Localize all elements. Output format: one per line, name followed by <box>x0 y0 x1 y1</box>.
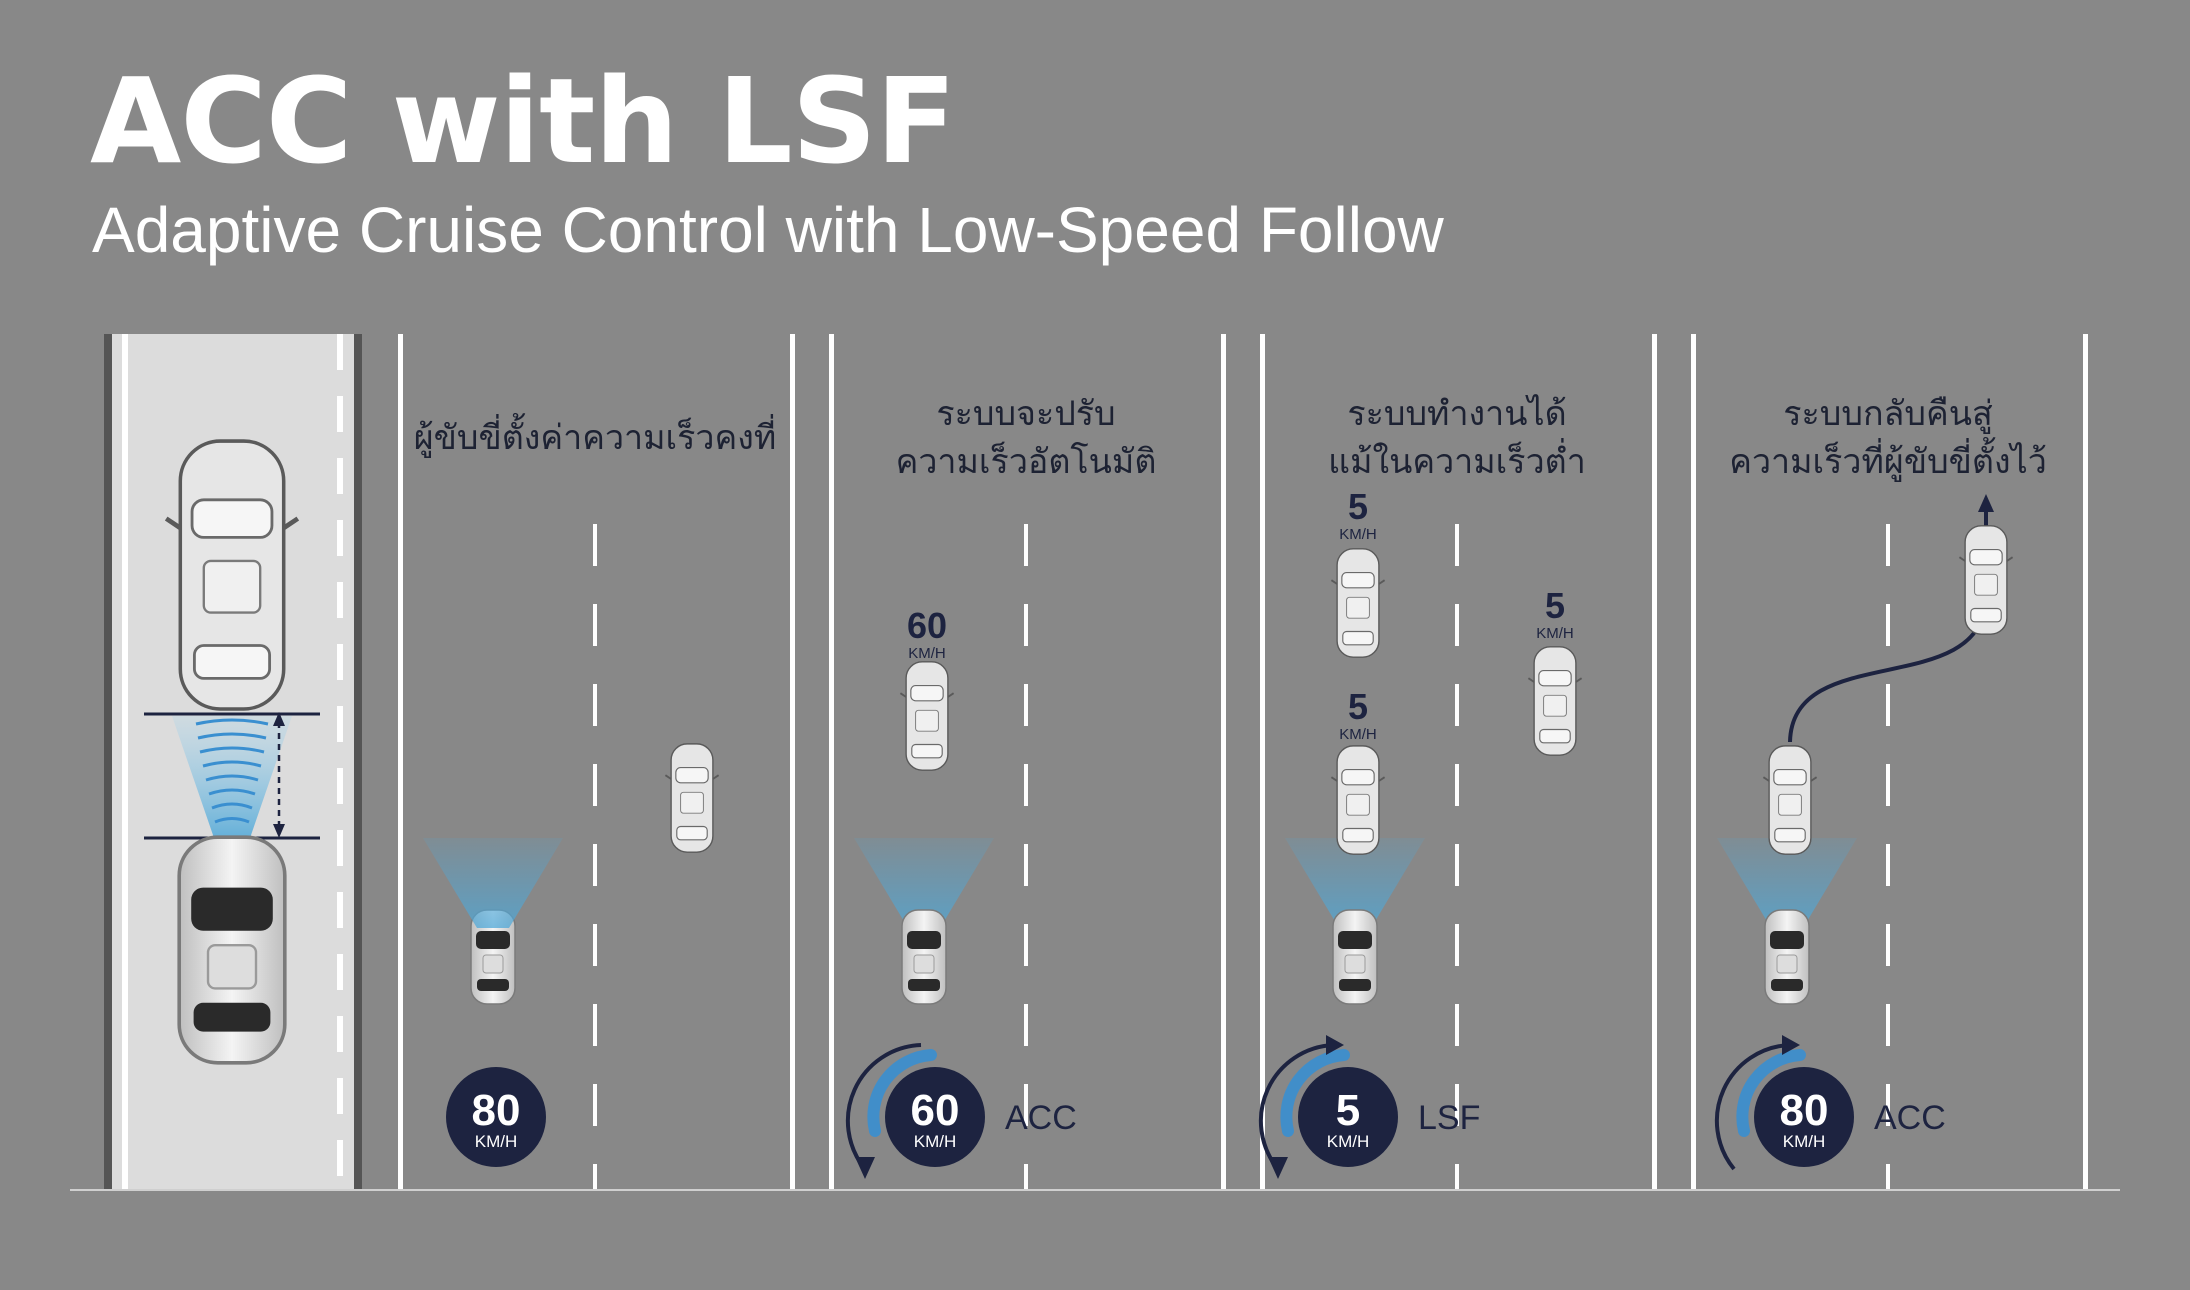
speed-tag-value: 60 <box>907 605 947 646</box>
gauge-value: 80 <box>472 1086 521 1135</box>
overview-own-car <box>177 835 287 1065</box>
arrow-up-icon <box>1782 1035 1800 1055</box>
speed-tag-value: 5 <box>1348 486 1368 527</box>
panel-2-caption: ระบบจะปรับ ความเร็วอัตโนมัติ <box>895 394 1157 482</box>
lane-edge-line <box>790 334 795 1190</box>
panel-3-caption: ระบบทำงานได้ แม้ในความเร็วต่ำ <box>1328 394 1586 482</box>
panel-1-other-car <box>664 742 720 854</box>
panel-3-adjacent-speed: 5KM/H <box>1536 585 1574 642</box>
panel-3-own-car <box>1332 909 1378 1005</box>
panel-3-lead-car <box>1330 744 1386 856</box>
mode-label: ACC <box>1005 1099 1077 1137</box>
gauge-unit: KM/H <box>1783 1132 1826 1151</box>
arrow-up-icon <box>1978 494 1994 512</box>
speed-tag-unit: KM/H <box>908 645 946 662</box>
panel-4-sensor-beam <box>1717 838 1857 928</box>
speed-tag-value: 5 <box>1348 686 1368 727</box>
panel-4-own-car <box>1764 909 1810 1005</box>
panel-3-far-lead-car <box>1330 547 1386 659</box>
lane-edge-line <box>1691 334 1696 1190</box>
panel-3-adjacent-car <box>1527 645 1583 757</box>
arrow-down-icon <box>1268 1157 1288 1179</box>
gauge-unit: KM/H <box>914 1132 957 1151</box>
panel-2-own-car <box>901 909 947 1005</box>
panel-3-speed-gauge: 5KM/H LSF <box>1258 1035 1480 1179</box>
mode-label: LSF <box>1418 1099 1480 1137</box>
gauge-value: 5 <box>1336 1086 1360 1135</box>
panel-2-sensor-beam <box>854 838 994 928</box>
panel-4-departing-car <box>1762 744 1818 856</box>
overview-sensor <box>144 712 320 840</box>
mode-label: ACC <box>1874 1099 1946 1137</box>
panel-3-lead-speed: 5KM/H <box>1339 686 1377 743</box>
page-title: ACC with LSF <box>90 52 956 190</box>
lane-edge-line <box>1260 334 1265 1190</box>
panel-3-far-lead-speed: 5KM/H <box>1339 486 1377 543</box>
panel-lanes <box>398 334 2088 1190</box>
lane-edge-line <box>1652 334 1657 1190</box>
gauge-value: 60 <box>911 1086 960 1135</box>
panel-2-lead-car <box>899 660 955 772</box>
speed-tag-unit: KM/H <box>1536 625 1574 642</box>
arrow-up-icon <box>1326 1035 1344 1055</box>
lane-edge-line <box>1221 334 1226 1190</box>
lane-edge-line <box>398 334 403 1190</box>
panel-3-sensor-beam <box>1285 838 1425 928</box>
panel-1-caption: ผู้ขับขี่ตั้งค่าความเร็วคงที่ <box>413 418 777 458</box>
gauge-value: 80 <box>1780 1086 1829 1135</box>
lane-edge-line <box>2083 334 2088 1190</box>
overview-lead-car <box>166 441 298 709</box>
gauge-unit: KM/H <box>475 1132 518 1151</box>
lane-edge-line <box>829 334 834 1190</box>
speed-tag-unit: KM/H <box>1339 526 1377 543</box>
panel-1-sensor-beam <box>423 838 563 928</box>
panel-4-caption: ระบบกลับคืนสู่ ความเร็วที่ผู้ขับขี่ตั้งไ… <box>1729 394 2047 482</box>
gauge-unit: KM/H <box>1327 1132 1370 1151</box>
page-subtitle: Adaptive Cruise Control with Low-Speed F… <box>92 194 1444 266</box>
panel-4-merged-car <box>1958 524 2014 636</box>
speed-tag-value: 5 <box>1545 585 1565 626</box>
speed-tag-unit: KM/H <box>1339 726 1377 743</box>
arrow-down-icon <box>855 1157 875 1179</box>
